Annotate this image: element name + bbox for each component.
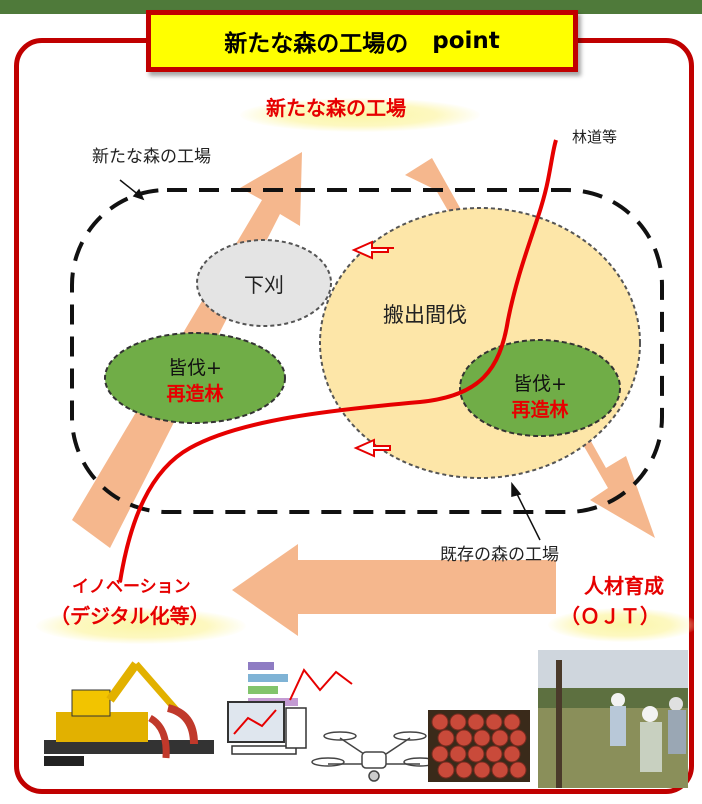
small-arrow-upper	[351, 240, 394, 260]
thinning-label: 搬出間伐	[383, 303, 467, 327]
innovation-sublabel: （デジタル化等）	[50, 604, 210, 628]
small-arrow-lower	[353, 438, 391, 458]
right-label-glow	[548, 608, 698, 642]
clearcut-left-line1: 皆伐+	[168, 357, 222, 379]
clearcut-right-line2: 再造林	[511, 398, 568, 421]
forest-road-line	[118, 139, 558, 583]
undergrowth-area	[196, 239, 332, 327]
field-training-photo	[538, 650, 688, 788]
title-suffix: point	[432, 28, 500, 54]
callout-new-factory: 新たな森の工場	[92, 147, 211, 167]
clearcut-right-area	[459, 339, 621, 437]
innovation-label: イノベーション	[72, 577, 191, 597]
arrow-horizontal	[232, 544, 556, 636]
computer-chart-illustration	[227, 662, 353, 755]
drone-illustration	[311, 731, 437, 782]
callout-existing-factory: 既存の森の工場	[440, 545, 559, 565]
training-sublabel: （ＯＪＴ）	[560, 604, 660, 628]
title-prefix: 新たな森の工場の	[224, 31, 409, 57]
callout-forest-road: 林道等	[572, 128, 617, 146]
excavator-harvester-illustration	[44, 661, 214, 766]
factory-boundary	[70, 188, 664, 514]
log-pile-photo	[428, 710, 530, 782]
training-label: 人材育成	[584, 574, 664, 598]
top-label: 新たな森の工場	[266, 96, 406, 120]
clearcut-right-line1: 皆伐+	[513, 373, 567, 395]
callout-pointer-existing	[511, 481, 541, 541]
title-box: 新たな森の工場の point	[146, 10, 578, 72]
callout-pointer-new	[119, 179, 145, 201]
top-label-glow	[240, 98, 480, 132]
left-label-glow	[36, 608, 246, 644]
clearcut-left-area	[104, 332, 286, 424]
undergrowth-label: 下刈	[244, 273, 284, 297]
clearcut-left-line2: 再造林	[166, 382, 223, 405]
